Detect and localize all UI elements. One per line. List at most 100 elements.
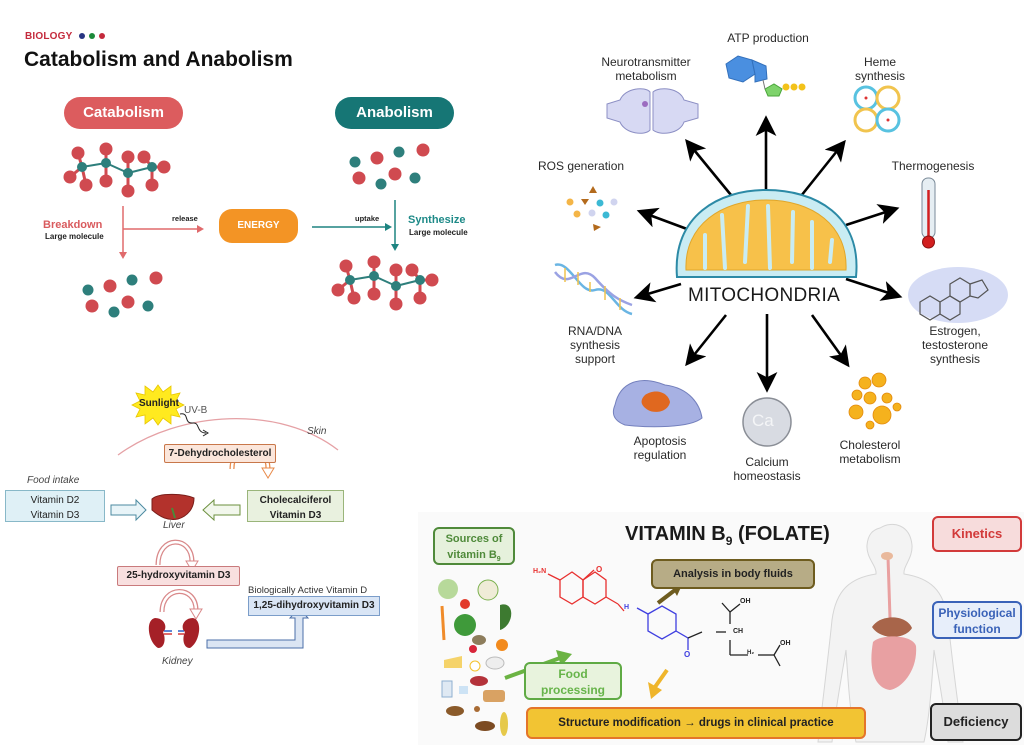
atom-red [99, 142, 113, 156]
arrow-apoptosis [685, 314, 728, 367]
tag-dot-red [99, 33, 106, 40]
atom-red [79, 178, 93, 192]
synthesize-arrow [312, 200, 399, 251]
sources-line2: vitamin B9 [435, 547, 513, 568]
energy-box: ENERGY [219, 209, 298, 243]
large-molecule-anabolism-icon [331, 255, 439, 311]
food-vitamin-d3: Vitamin D3 [30, 510, 80, 521]
mitochondrion-icon [675, 188, 858, 278]
atom-teal [415, 275, 425, 285]
arrow-cholesterol [810, 314, 850, 368]
cholecalciferol-box: Cholecalciferol Vitamin D3 [247, 490, 344, 522]
apoptotic-cell-icon [612, 380, 703, 428]
atom-red [389, 263, 403, 277]
liver-icon [151, 493, 195, 520]
breakdown-arrow [119, 206, 204, 259]
atom-teal [126, 274, 138, 286]
physiological-function-box: Physiological function [932, 601, 1022, 639]
label-estrogen-synthesis: Estrogen, testosterone synthesis [921, 324, 989, 366]
small-molecules-anabolism-icon [349, 143, 430, 190]
arrow-ros [636, 207, 688, 231]
synthesize-label: Synthesize [408, 214, 466, 226]
atom-red [149, 271, 163, 285]
release-label: release [172, 214, 198, 223]
cholecalciferol-line1: Cholecalciferol [259, 495, 332, 506]
arrow-heme [799, 139, 846, 197]
atom-teal [349, 156, 361, 168]
uvb-squiggle [179, 413, 207, 434]
label-neurotransmitter-metabolism: Neurotransmitter metabolism [601, 55, 691, 83]
atom-teal [101, 158, 111, 168]
atom-red [121, 295, 135, 309]
folate-title-main: VITAMIN B [625, 523, 726, 545]
food-processing-line2: processing [540, 683, 606, 697]
cholesterol-droplets-icon [848, 372, 902, 430]
food-processing-box: Food processing [524, 662, 622, 700]
atom-red [367, 255, 381, 269]
atom-red [331, 283, 345, 297]
arrow-thermo [845, 204, 900, 227]
label-heme-synthesis: Heme synthesis [854, 55, 906, 83]
atom-teal [82, 284, 94, 296]
sources-line1: Sources of [445, 533, 503, 545]
uptake-label: uptake [355, 214, 380, 223]
catabolism-graphics [63, 142, 439, 318]
uvb-label: UV-B [184, 405, 208, 416]
calcium-symbol: Ca [752, 411, 774, 430]
food-processing-line1: Food [558, 667, 588, 681]
folate-title: VITAMIN B9 (FOLATE) [625, 523, 830, 548]
biology-tag: BIOLOGY [25, 31, 106, 42]
analysis-box: Analysis in body fluids [651, 559, 815, 589]
atom-red [413, 291, 427, 305]
dehydrocholesterol-box: 7-Dehydrocholesterol [164, 444, 276, 463]
ros-particles-icon [566, 186, 618, 231]
atom-teal [375, 178, 387, 190]
kidneys-icon [148, 618, 200, 648]
synapse-icon [606, 88, 699, 134]
breakdown-sublabel: Large molecule [45, 232, 104, 241]
atom-teal [345, 275, 355, 285]
heme-protein-icon [853, 85, 901, 133]
page-title: Catabolism and Anabolism [24, 48, 293, 71]
food-intake-box: Vitamin D2 Vitamin D3 [5, 490, 105, 522]
atom-teal [409, 172, 421, 184]
block-arrow-food [110, 498, 147, 522]
physio-line2: function [953, 622, 1001, 636]
synthesize-sublabel: Large molecule [409, 228, 468, 237]
sources-line2-sub: 9 [496, 556, 501, 564]
atom-red [339, 259, 353, 273]
atom-red [137, 150, 151, 164]
block-arrow-chole [202, 498, 241, 522]
arrow-neuro [685, 138, 733, 196]
atp-molecule-icon [725, 55, 806, 97]
atom-red [347, 291, 361, 305]
label-cholesterol-metabolism: Cholesterol metabolism [839, 438, 901, 466]
atom-red [121, 184, 135, 198]
label-atp-production: ATP production [727, 31, 809, 45]
dihydroxyvitamin-box: 1,25-dihydroxyvitamin D3 [248, 596, 380, 616]
atom-red [145, 178, 159, 192]
uvb-arrowhead [202, 429, 209, 437]
catabolism-pill: Catabolism [64, 97, 183, 129]
chem-ch: CH [733, 628, 744, 635]
thermometer-icon [921, 177, 936, 249]
atom-teal [123, 168, 133, 178]
breakdown-label: Breakdown [43, 219, 103, 231]
physio-line1: Physiological [938, 606, 1016, 620]
structure-modification-box: Structure modification → drugs in clinic… [526, 707, 866, 739]
small-molecules-catabolism-icon [82, 271, 163, 318]
atom-red [352, 171, 366, 185]
skin-label: Skin [307, 426, 327, 437]
chem-o-top: O [596, 565, 603, 574]
sources-box: Sources of vitamin B9 [433, 527, 515, 565]
hydroxyvitamin-box: 25-hydroxyvitamin D3 [117, 566, 240, 586]
tag-dot-blue [79, 33, 86, 40]
food-vitamin-d2: Vitamin D2 [30, 495, 80, 506]
atom-red [367, 287, 381, 301]
atom-red [157, 160, 171, 174]
tag-dot-green [89, 33, 96, 40]
active-vitamin-d-label: Biologically Active Vitamin D [248, 585, 368, 596]
atom-red [121, 150, 135, 164]
curved-arrow-kidney [159, 589, 199, 613]
atom-teal [369, 271, 379, 281]
